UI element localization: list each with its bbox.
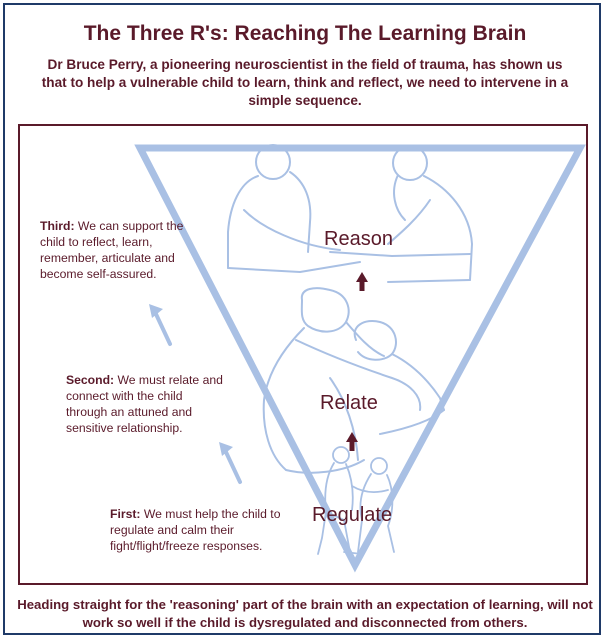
note-first-text: We must help the child to regulate and c… bbox=[110, 507, 281, 553]
note-second-lead: Second: bbox=[66, 373, 115, 387]
arrow-up-regulate-to-relate bbox=[346, 432, 358, 451]
note-second: Second: We must relate and connect with … bbox=[66, 372, 226, 436]
side-arrows bbox=[149, 304, 242, 484]
progression-arrows bbox=[346, 272, 368, 451]
page-subtitle: Dr Bruce Perry, a pioneering neuroscient… bbox=[41, 57, 569, 108]
note-second-text: We must relate and connect with the chil… bbox=[66, 373, 223, 435]
inverted-triangle bbox=[134, 144, 586, 573]
outer-frame bbox=[3, 3, 601, 635]
arrow-up-relate-to-reason bbox=[356, 272, 368, 291]
note-third: Third: We can support the child to refle… bbox=[40, 218, 185, 282]
note-third-lead: Third: bbox=[40, 219, 75, 233]
stage-label-regulate: Regulate bbox=[312, 504, 393, 526]
diagram-frame bbox=[18, 124, 588, 585]
relate-figures-illustration bbox=[262, 287, 445, 474]
stage-label-reason: Reason bbox=[324, 228, 393, 250]
note-third-text: We can support the child to reflect, lea… bbox=[40, 219, 184, 281]
page-title: The Three R's: Reaching The Learning Bra… bbox=[83, 22, 527, 45]
regulate-figures-illustration bbox=[317, 446, 395, 555]
footer-caption: Heading straight for the 'reasoning' par… bbox=[17, 597, 593, 630]
stage-label-relate: Relate bbox=[320, 392, 378, 414]
reason-figures-illustration bbox=[227, 144, 473, 283]
note-first-lead: First: bbox=[110, 507, 141, 521]
note-first: First: We must help the child to regulat… bbox=[110, 506, 285, 554]
